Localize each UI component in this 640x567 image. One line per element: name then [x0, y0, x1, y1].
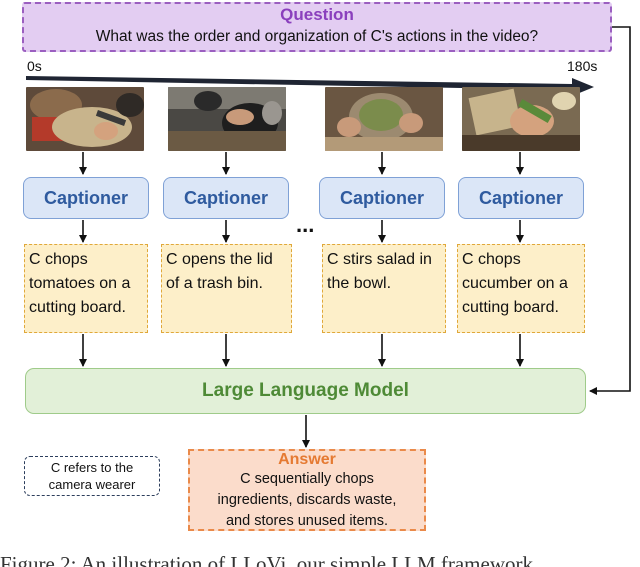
answer-box: Answer C sequentially chops ingredients,…	[188, 449, 426, 531]
captioner-box-2: Captioner	[163, 177, 289, 219]
camera-wearer-note: C refers to the camera wearer	[24, 456, 160, 496]
question-text: What was the order and organization of C…	[95, 28, 539, 45]
timeline-end-label: 180s	[567, 58, 598, 74]
video-frame-3	[325, 87, 443, 151]
answer-title: Answer	[278, 451, 336, 468]
video-frame-4	[462, 87, 580, 151]
caption-box-1: C chops tomatoes on a cutting board.	[24, 244, 148, 333]
timeline-start-label: 0s	[27, 58, 42, 74]
llm-box: Large Language Model	[25, 368, 586, 414]
caption-box-4: C chops cucumber on a cutting board.	[457, 244, 585, 333]
captioner-box-4: Captioner	[458, 177, 584, 219]
caption-box-3: C stirs salad in the bowl.	[322, 244, 446, 333]
video-frame-1	[26, 87, 144, 151]
question-title: Question	[280, 5, 354, 24]
figure-caption: Figure 2: An illustration of LLoVi, our …	[0, 553, 533, 567]
caption-box-2: C opens the lid of a trash bin.	[161, 244, 292, 333]
question-box: Question What was the order and organiza…	[22, 2, 612, 52]
timeline-arrow	[26, 76, 594, 96]
captioner-box-1: Captioner	[23, 177, 149, 219]
question-to-llm-line	[589, 26, 631, 395]
captioner-box-3: Captioner	[319, 177, 445, 219]
video-frame-2	[168, 87, 286, 151]
answer-text: C sequentially chops ingredients, discar…	[217, 471, 397, 529]
ellipsis: ...	[296, 212, 315, 237]
